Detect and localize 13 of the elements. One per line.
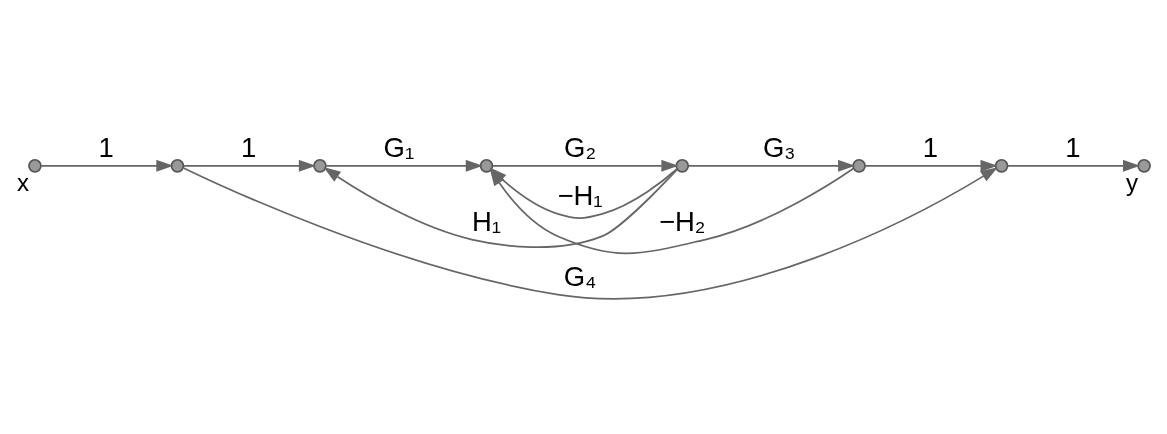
- edge-label: G₂: [564, 131, 597, 163]
- edge-label: −H₂: [658, 205, 706, 237]
- edge-label: 1: [241, 131, 257, 163]
- edge-label: −H₁: [557, 179, 603, 211]
- edge-label: 1: [922, 131, 938, 163]
- edge-label: G₃: [762, 131, 796, 163]
- node-label: x: [16, 169, 29, 197]
- edge-label: H₁: [471, 205, 502, 237]
- edge-label: G₁: [383, 131, 415, 163]
- edge-label: 1: [1065, 131, 1081, 163]
- edge-label: 1: [98, 131, 114, 163]
- edge-label: G₄: [563, 260, 597, 292]
- node-label: y: [1126, 169, 1139, 197]
